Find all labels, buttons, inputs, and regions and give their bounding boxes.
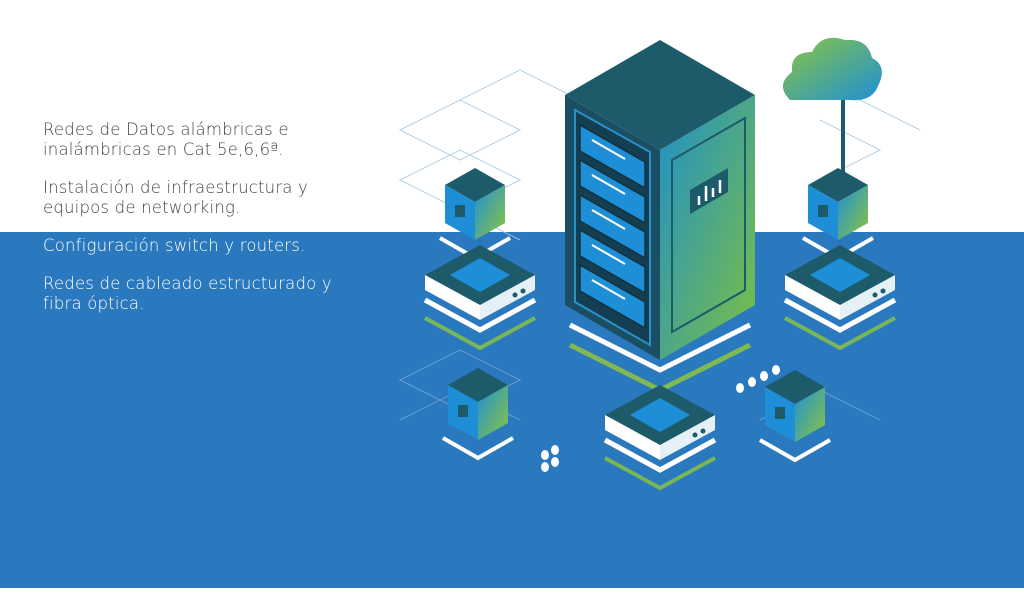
network-node-icon [439,168,511,261]
server-rack-icon [565,40,755,360]
bottom-strip [0,588,1024,614]
chart-bars-icon [690,168,728,214]
cloud-icon [782,37,882,175]
service-item-data-networks: Redes de Datos alámbricas e inalámbricas… [43,120,289,159]
dots-decoration [541,365,780,472]
network-node-icon [442,368,514,461]
network-node-icon [802,168,874,261]
services-list: Redes de Datos alámbricas e inalámbricas… [43,120,373,332]
network-node-icon [759,370,831,463]
network-node-icon [603,385,717,491]
network-node-icon [783,245,897,351]
network-illustration [398,37,921,491]
network-node-icon [423,245,537,351]
service-item-switch-config: Configuración switch y routers. [43,236,306,255]
service-item-infrastructure: Instalación de infraestructura y equipos… [43,178,309,217]
service-item-cabling: Redes de cableado estructurado y fibra ó… [43,274,332,313]
